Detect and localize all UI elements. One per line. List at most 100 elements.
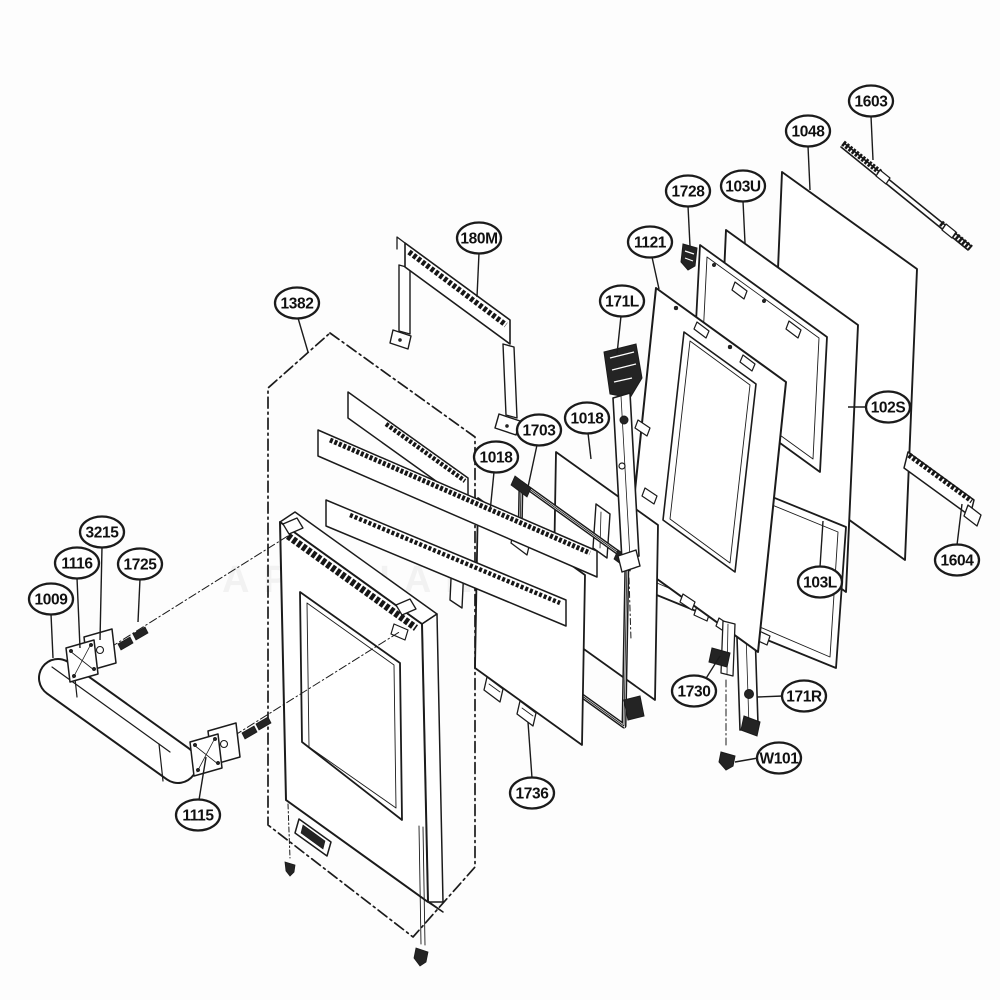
callout-leader (50, 613, 54, 659)
callout-part-number: 1048 (792, 124, 826, 141)
callout-layer: 1603 1048 103U 1728 1121 171L 180M 1382 1703 1018… (27, 84, 981, 832)
callout-1009: 1009 (27, 582, 75, 659)
callout-leader (956, 503, 963, 546)
callout-1116: 1116 (53, 546, 101, 649)
callout-1018: 1018 (563, 401, 611, 460)
callout-1730: 1730 (670, 655, 721, 708)
callout-bubble (784, 114, 832, 148)
callout-171L: 171L (598, 284, 646, 355)
callout-leader (476, 252, 480, 298)
callout-1048: 1048 (784, 114, 832, 191)
callout-bubble (719, 169, 767, 203)
part-trim-strips (317, 391, 598, 627)
callout-leader (297, 317, 309, 353)
callout-bubble (864, 390, 912, 424)
part-hinge-left-171l (603, 343, 645, 721)
callout-leader (819, 520, 824, 568)
callout-bubble (670, 674, 718, 708)
callout-part-number: 171L (605, 294, 639, 311)
part-handle-brackets-upper (65, 533, 292, 683)
callout-part-number: 103L (803, 575, 837, 592)
part-handle-brackets-lower (189, 630, 402, 777)
callout-part-number: 1115 (182, 808, 214, 825)
callout-bubble (508, 776, 556, 810)
part-assembly-boundary-1382 (267, 332, 476, 938)
callout-part-number: 1728 (672, 184, 706, 201)
part-inner-frame-1121 (627, 287, 787, 653)
callout-bubble (847, 84, 895, 118)
callout-part-number: 3215 (86, 525, 120, 542)
callout-part-number: 1018 (571, 411, 605, 428)
callout-part-number: 1603 (855, 94, 889, 111)
callout-bubble (598, 284, 646, 318)
callout-bubble (455, 221, 503, 255)
part-top-rail-1603 (840, 140, 973, 251)
callout-part-number: 103U (725, 179, 761, 196)
callout-part-number: 1382 (281, 296, 314, 313)
callout-bubble (472, 440, 520, 474)
callout-leader (616, 315, 622, 355)
callout-1703: 1703 (515, 413, 563, 488)
callout-bubble (755, 741, 803, 775)
callout-part-number: 1121 (634, 235, 667, 252)
callout-1115: 1115 (174, 756, 222, 832)
callout-bubble (116, 547, 164, 581)
callout-part-number: 1703 (523, 423, 557, 440)
callout-leader (587, 432, 592, 460)
callout-180M: 180M (455, 221, 503, 298)
callout-part-number: 1116 (61, 556, 93, 573)
callout-leader (99, 546, 103, 641)
callout-bubble (626, 225, 674, 259)
callout-part-number: 1009 (35, 592, 69, 609)
callout-leader (807, 145, 811, 191)
callout-part-number: 1736 (516, 786, 550, 803)
callout-part-number: 180M (460, 231, 497, 248)
callout-1382: 1382 (273, 286, 321, 353)
callout-leader (870, 115, 874, 161)
callout-1736: 1736 (508, 721, 556, 810)
callout-103L: 103L (796, 520, 844, 599)
callout-W101: W101 (734, 741, 803, 775)
callout-leader (489, 471, 495, 513)
part-lower-rail-1604 (903, 451, 982, 527)
callout-1018: 1018 (472, 440, 520, 513)
part-bracket-1730 (708, 620, 736, 747)
callout-part-number: W101 (760, 751, 800, 768)
callout-leader (527, 444, 538, 488)
callout-1603: 1603 (847, 84, 895, 161)
callout-103U: 103U (719, 169, 767, 244)
callout-171R: 171R (756, 679, 828, 713)
callout-bubble (563, 401, 611, 435)
callout-leader (198, 756, 207, 801)
callout-bubble (780, 679, 828, 713)
callout-leader (704, 655, 721, 681)
callout-part-number: 1725 (124, 557, 158, 574)
callout-bubble (515, 413, 563, 447)
callout-bubble (174, 798, 222, 832)
callout-bubble (664, 174, 712, 208)
part-clip-1728 (680, 243, 698, 271)
callout-leader (76, 577, 81, 649)
callout-bubble (53, 546, 101, 580)
callout-leader (734, 757, 759, 763)
callout-leader (756, 695, 784, 698)
callout-part-number: 102S (871, 400, 906, 417)
callout-part-number: 171R (786, 689, 822, 706)
callout-leader (687, 205, 691, 247)
callout-bubble (78, 515, 126, 549)
callout-part-number: 1018 (480, 450, 514, 467)
callout-leader (651, 256, 660, 290)
part-handle-1009 (38, 658, 198, 784)
callout-102S: 102S (848, 390, 912, 424)
callout-1604: 1604 (933, 503, 981, 577)
callout-part-number: 1730 (678, 684, 711, 701)
callout-part-number: 1604 (941, 553, 975, 570)
part-top-bracket-180m (389, 236, 521, 436)
part-front-door-panel (279, 511, 444, 967)
part-screw-w101 (718, 751, 736, 771)
callout-leader (742, 200, 746, 244)
callout-leader (527, 721, 533, 779)
callout-bubble (796, 565, 844, 599)
